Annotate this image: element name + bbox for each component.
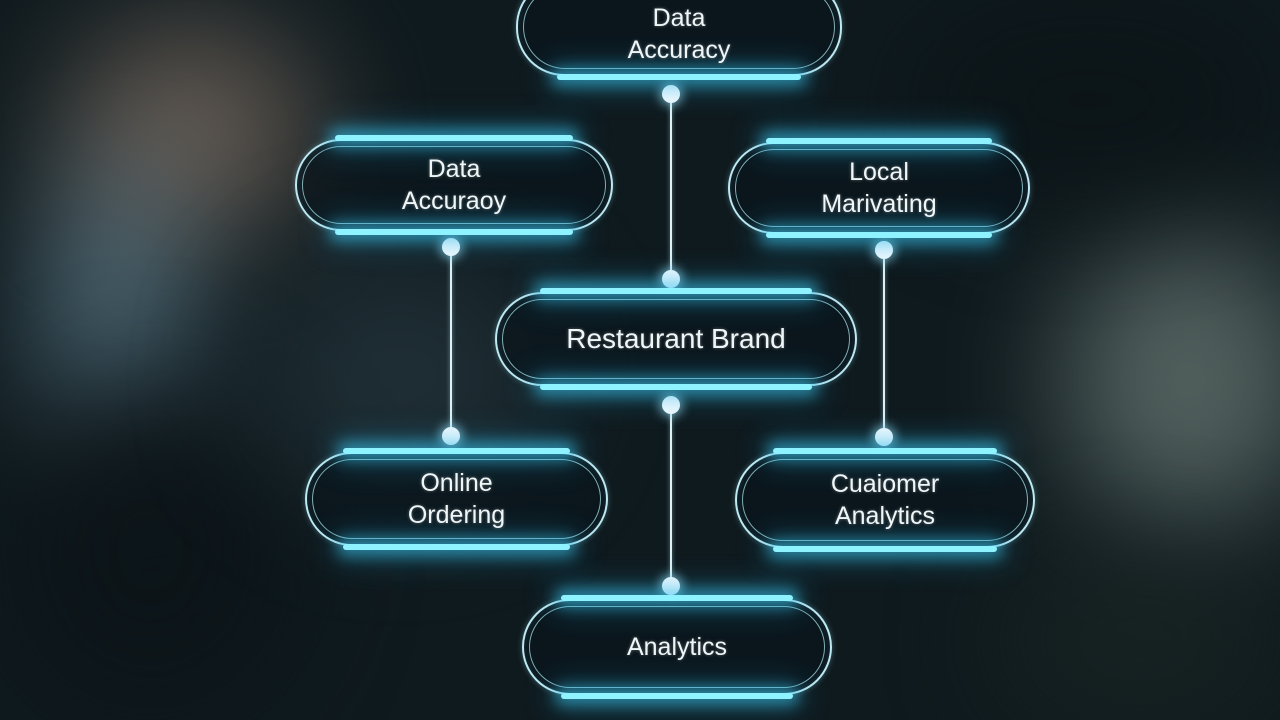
node-lower-right-customer-analytics[interactable]: Cuaiomer Analytics bbox=[735, 448, 1035, 552]
node-label: Data Accuracy bbox=[627, 4, 731, 64]
node-upper-right-local-marketing[interactable]: Local Marivating bbox=[728, 138, 1030, 238]
node-top-data-accuracy[interactable]: Data Accuracy bbox=[516, 0, 842, 80]
connector-top-center bbox=[670, 94, 672, 279]
node-center-restaurant-brand[interactable]: Restaurant Brand bbox=[495, 288, 857, 390]
background-blur-shape bbox=[1000, 560, 1280, 720]
background-blur-shape bbox=[0, 380, 300, 720]
connector-dot bbox=[875, 241, 893, 259]
connector-dot bbox=[662, 85, 680, 103]
connector-dot bbox=[662, 396, 680, 414]
connector-center-bottom bbox=[670, 405, 672, 586]
node-label: Online Ordering bbox=[407, 469, 506, 529]
connector-dot bbox=[442, 427, 460, 445]
node-label: Restaurant Brand bbox=[566, 323, 786, 354]
connector-dot bbox=[442, 238, 460, 256]
background-blur-shape bbox=[1060, 230, 1280, 530]
node-bottom-analytics[interactable]: Analytics bbox=[522, 595, 832, 699]
connector-upper-right-lower-right bbox=[883, 250, 885, 437]
node-lower-left-online-ordering[interactable]: Online Ordering bbox=[305, 448, 608, 550]
node-label: Data Accuraoy bbox=[401, 155, 507, 215]
node-label: Cuaiomer Analytics bbox=[830, 470, 940, 530]
connector-dot bbox=[875, 428, 893, 446]
node-upper-left-data-accuracy[interactable]: Data Accuraoy bbox=[295, 135, 613, 235]
connector-upper-left-lower-left bbox=[450, 247, 452, 436]
connector-dot bbox=[662, 270, 680, 288]
connector-dot bbox=[662, 577, 680, 595]
node-label: Analytics bbox=[626, 633, 728, 661]
node-label: Local Marivating bbox=[821, 158, 937, 218]
